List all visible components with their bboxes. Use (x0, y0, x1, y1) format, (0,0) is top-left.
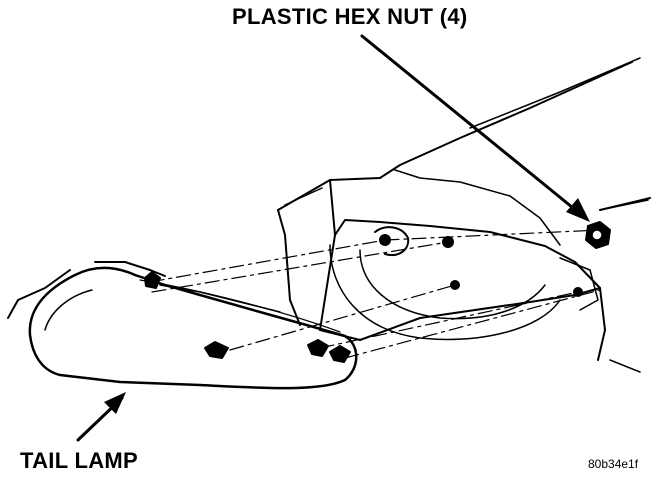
tail-lamp-lens-highlight (44, 289, 93, 331)
lamp-opening-inner (334, 219, 601, 289)
figure-id: 80b34e1f (588, 457, 639, 471)
housing-bucket (329, 244, 561, 341)
tail-lamp-back-edge (94, 261, 166, 277)
plastic-hex-nut (585, 221, 611, 249)
body-upper-edge (469, 57, 641, 129)
tail-lamp-lens (28, 266, 358, 390)
nut-stud-line (599, 199, 649, 211)
quarter-panel-outline (329, 61, 633, 181)
housing-left-flange (284, 187, 323, 206)
lamp-opening-outer (277, 179, 606, 361)
housing-right-bracket (559, 257, 599, 311)
alignment-lines (149, 229, 601, 359)
body-lower-edge (609, 359, 641, 373)
tail-lamp-flange (7, 269, 71, 319)
housing-socket (374, 226, 410, 256)
hex-nut-leader (360, 34, 580, 214)
housing-bucket-inner (359, 249, 546, 320)
lamp-opening-rim (394, 169, 561, 246)
tail-lamp-studs (144, 271, 351, 363)
housing-left-wall (277, 209, 301, 326)
tail-lamp-inner-ridge (139, 279, 341, 333)
callout-arrows (76, 34, 580, 442)
hex-nut-arrowhead (566, 198, 590, 222)
tail-lamp-arrowhead (104, 392, 126, 414)
hex-nut-callout: PLASTIC HEX NUT (4) (232, 4, 468, 29)
arrow-heads (104, 198, 590, 414)
mounting-studs (379, 234, 583, 297)
tail-lamp-callout: TAIL LAMP (20, 448, 138, 473)
